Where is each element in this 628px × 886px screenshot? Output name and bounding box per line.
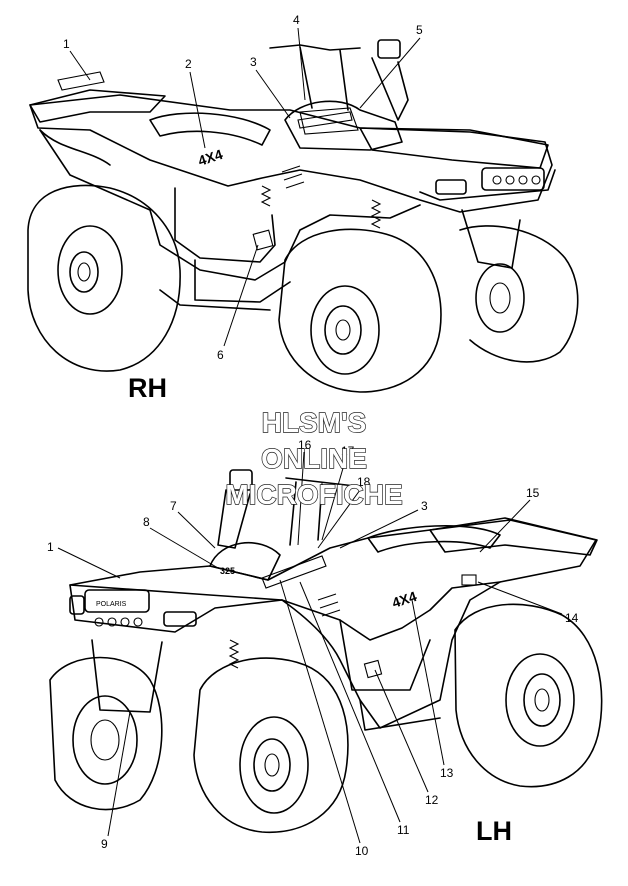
watermark-line-1: HLSM'S xyxy=(262,407,367,438)
callout-14-lh: 14 xyxy=(565,611,579,625)
rh-callouts: 1 2 3 4 5 6 xyxy=(63,13,423,362)
callout-7-lh: 7 xyxy=(170,499,177,513)
callout-6-rh: 6 xyxy=(217,348,224,362)
lh-rear-fender-decal xyxy=(461,574,477,586)
rh-rear-tire xyxy=(27,184,181,372)
rh-view-label: RH xyxy=(128,373,167,403)
callout-16-lh: 16 xyxy=(298,438,312,452)
lh-engine-decal: 325 xyxy=(220,566,235,576)
rh-fender-decal xyxy=(252,229,274,251)
rh-rear-rack-decal xyxy=(57,71,105,91)
rh-far-front-tire xyxy=(459,225,579,363)
callout-17-lh: 17 xyxy=(341,444,355,458)
callout-18-lh: 18 xyxy=(357,475,371,489)
callout-1-lh: 1 xyxy=(47,540,54,554)
lh-atv-drawing: 4X4 POLARIS 325 xyxy=(49,469,603,834)
lh-front-tire xyxy=(193,657,349,834)
callout-3-rh: 3 xyxy=(250,55,257,69)
lh-4x4-decal: 4X4 xyxy=(390,588,419,611)
rh-4x4-decal: 4X4 xyxy=(196,146,225,169)
lh-callouts: 1 3 7 8 9 10 11 12 13 14 15 16 17 18 xyxy=(47,438,579,858)
callout-1-rh: 1 xyxy=(63,37,70,51)
lh-decals: 4X4 POLARIS 325 xyxy=(96,555,477,679)
rh-atv-drawing: 4X4 xyxy=(27,39,579,393)
lh-rear-tire xyxy=(454,603,603,788)
callout-10-lh: 10 xyxy=(355,844,369,858)
callout-13-lh: 13 xyxy=(440,766,454,780)
rh-body xyxy=(29,39,556,311)
lh-body xyxy=(69,469,598,731)
lh-far-front-tire xyxy=(49,656,163,811)
callout-11-lh: 11 xyxy=(397,823,410,837)
callout-4-rh: 4 xyxy=(293,13,300,27)
rh-front-tire xyxy=(278,228,442,393)
lh-tank-decal xyxy=(261,555,327,589)
lh-brand-decal: POLARIS xyxy=(96,601,127,608)
callout-12-lh: 12 xyxy=(425,793,439,807)
callout-2-rh: 2 xyxy=(185,57,192,71)
callout-3-lh: 3 xyxy=(421,499,428,513)
watermark-line-3: MICROFICHE xyxy=(225,479,402,510)
callout-8-lh: 8 xyxy=(143,515,150,529)
lh-side-decal xyxy=(363,659,383,679)
lh-view-label: LH xyxy=(476,816,512,846)
callout-5-rh: 5 xyxy=(416,23,423,37)
callout-15-lh: 15 xyxy=(526,486,540,500)
watermark: HLSM'S ONLINE MICROFICHE xyxy=(225,406,404,510)
callout-9-lh: 9 xyxy=(101,837,108,851)
watermark-line-2: ONLINE xyxy=(261,443,367,474)
